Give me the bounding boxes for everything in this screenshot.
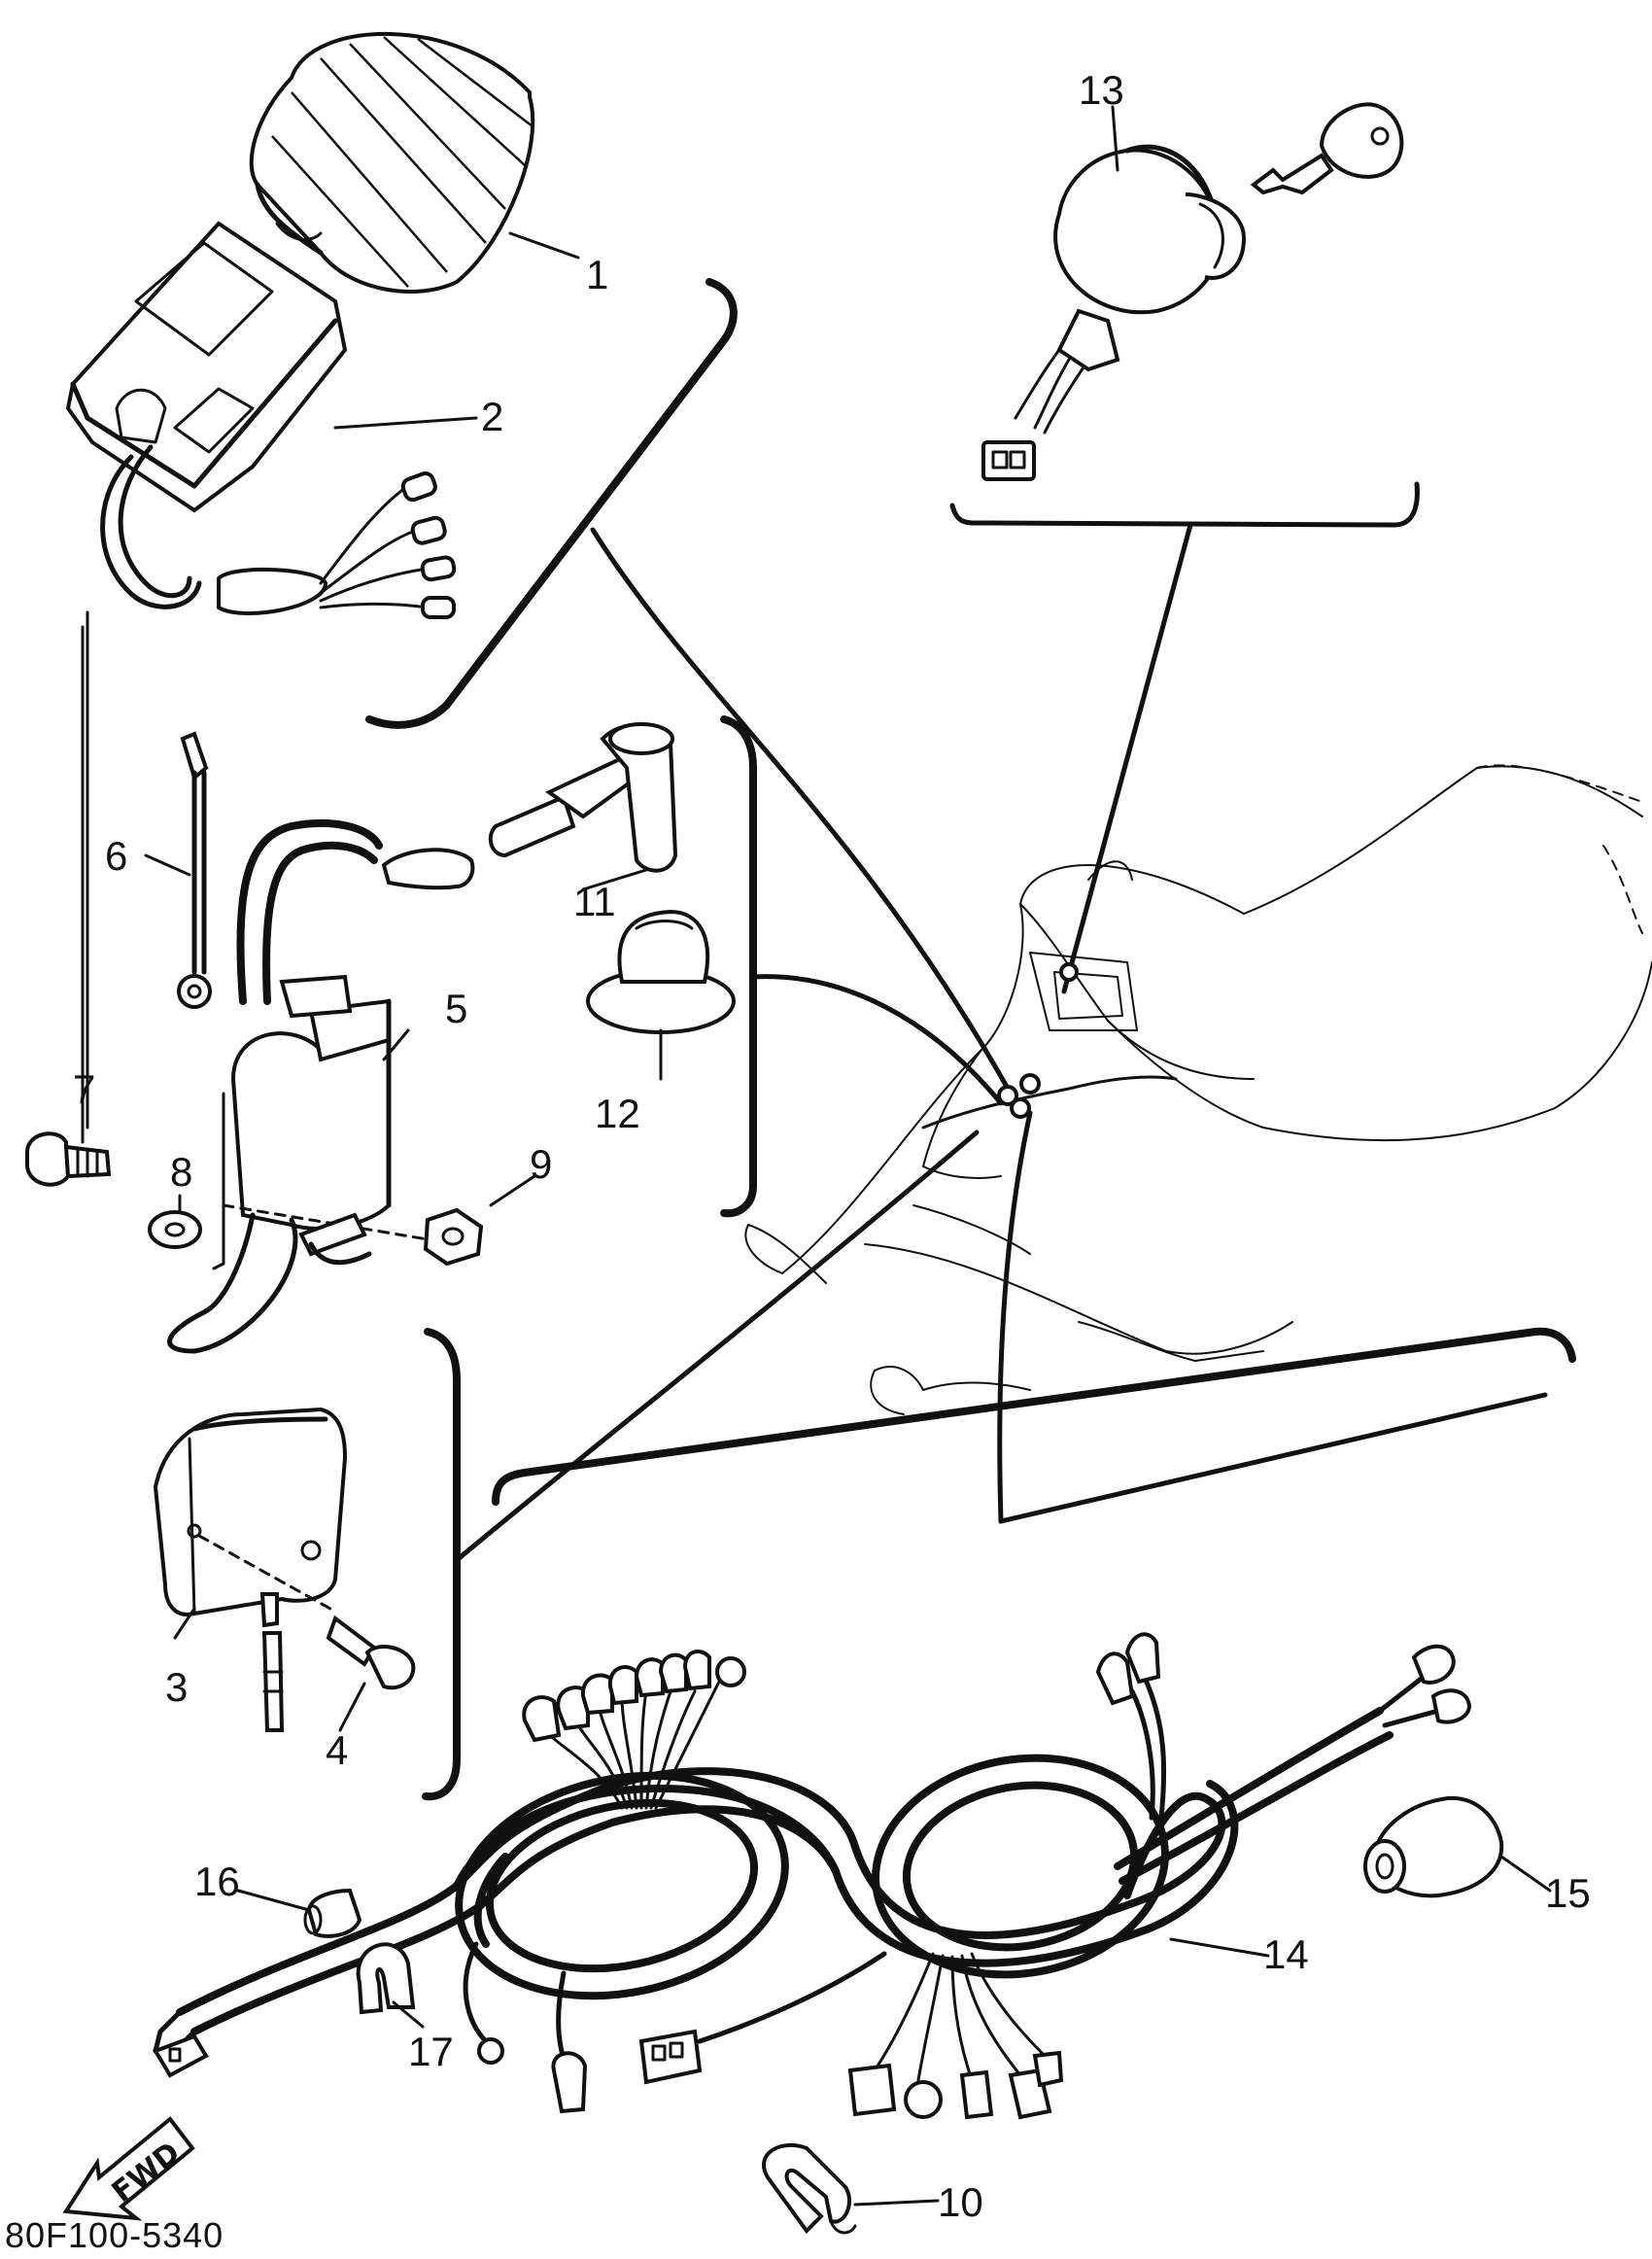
callout-17: 17 <box>408 2029 454 2074</box>
group-bracket-coil <box>720 715 757 1218</box>
callout-7: 7 <box>73 1066 95 1112</box>
group-bracket-switch <box>949 481 1420 528</box>
part-1-handle-grip <box>249 32 535 294</box>
part-5-ignition-coil <box>167 818 430 1354</box>
part-9-nut <box>423 1207 484 1267</box>
watercraft-hull-outline <box>744 764 1652 1415</box>
part-14-wire-harness <box>153 1632 1472 2120</box>
part-4-bolt <box>326 1615 416 1690</box>
callout-9: 9 <box>530 1141 552 1187</box>
group-bracket-cdi <box>422 1328 461 1801</box>
part-12-cap <box>586 909 736 1034</box>
callout-13: 13 <box>1079 67 1124 113</box>
callout-6: 6 <box>105 833 127 879</box>
part-15-sleeve <box>1363 1795 1504 1898</box>
part-13-main-switch <box>981 144 1247 481</box>
callout-leaders <box>81 105 1552 2207</box>
callout-14: 14 <box>1263 1931 1309 1977</box>
callout-10: 10 <box>938 2179 983 2225</box>
part-6-ground-lead <box>177 731 212 1009</box>
callout-1: 1 <box>586 252 608 297</box>
forward-direction-arrow: FWD <box>62 2116 195 2221</box>
callout-2: 2 <box>481 394 503 439</box>
callout-3: 3 <box>165 1664 188 1710</box>
group-bracket-upper <box>365 278 738 729</box>
callout-4: 4 <box>326 1727 348 1773</box>
part-10-clamp <box>762 2142 857 2235</box>
callout-11: 11 <box>573 879 616 924</box>
part-3-cdi-unit <box>153 1407 348 1732</box>
callout-8: 8 <box>170 1149 192 1195</box>
callout-16: 16 <box>194 1859 240 1904</box>
part-13-key <box>1250 102 1404 195</box>
part-16-sleeve <box>303 1888 362 1938</box>
drawing-code: 80F100-5340 <box>5 2215 224 2255</box>
part-2-switch-housing <box>65 221 457 619</box>
part-7-bolt <box>25 1131 112 1187</box>
part-8-washer <box>148 1210 202 1249</box>
part-11-plug-cap <box>381 722 678 890</box>
callout-15: 15 <box>1545 1870 1591 1916</box>
part-17-clamp <box>356 1942 416 2015</box>
callout-12: 12 <box>595 1091 640 1136</box>
leader-lines <box>454 522 1548 1563</box>
group-bracket-harness <box>492 1327 1576 1506</box>
callout-5: 5 <box>445 986 467 1031</box>
